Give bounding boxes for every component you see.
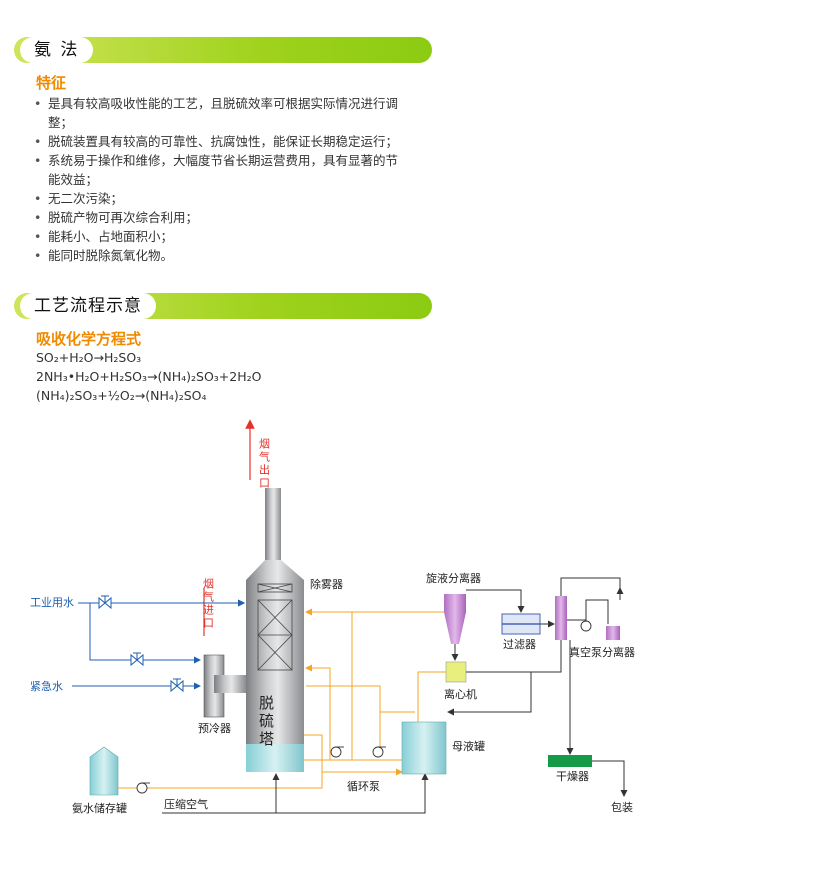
demister-label: 除雾器: [310, 577, 343, 591]
feature-item: 是具有较高吸收性能的工艺，且脱硫效率可根据实际情况进行调整；: [24, 94, 424, 132]
pump-icon[interactable]: [330, 746, 344, 758]
circulation-line-3: [306, 685, 381, 748]
ammonia-storage-tank: [89, 746, 119, 796]
equation-line: SO₂+H₂O→H₂SO₃: [36, 350, 142, 365]
centrifuge: [445, 661, 467, 683]
equations-heading: 吸收化学方程式: [36, 330, 142, 348]
filter-label: 过滤器: [503, 638, 536, 651]
dryer-to-packaging-line: [592, 760, 628, 797]
valve-icon[interactable]: [130, 652, 144, 667]
stack: [265, 488, 281, 560]
ammonia-tank-label: 氨水储存罐: [72, 801, 127, 815]
valve-icon[interactable]: [98, 595, 112, 610]
precooler-duct: [214, 675, 246, 693]
feature-item: 系统易于操作和维修，大幅度节省长期运营费用，具有显著的节能效益；: [24, 151, 424, 189]
vacuum-separator-tank: [606, 626, 620, 640]
valve-icon[interactable]: [170, 678, 184, 693]
dryer: [548, 755, 592, 767]
feature-list: 是具有较高吸收性能的工艺，且脱硫效率可根据实际情况进行调整； 脱硫装置具有较高的…: [24, 94, 424, 265]
feature-item: 能耗小、占地面积小；: [24, 227, 424, 246]
tank-to-cyclone-feed: [417, 671, 455, 722]
vacuum-separator-column: [555, 596, 567, 640]
compressed-air-line: [162, 773, 429, 814]
features-heading: 特征: [36, 74, 67, 92]
tower-liquid: [246, 744, 304, 772]
equation-line: (NH₄)₂SO₃+½O₂→(NH₄)₂SO₄: [36, 388, 207, 403]
centrifuge-label: 离心机: [444, 687, 477, 701]
equation-line: 2NH₃•H₂O+H₂SO₃→(NH₄)₂SO₃+2H₂O: [36, 369, 262, 384]
mother-liquor-tank: [401, 721, 447, 775]
mother-liquor-label: 母液罐: [452, 739, 485, 753]
pump-icon[interactable]: [136, 782, 150, 794]
section-banner-process: 工艺流程示意: [14, 293, 432, 319]
vacuum-separator-label: 真空泵分离器: [569, 645, 635, 659]
dryer-label: 干燥器: [556, 770, 589, 783]
feature-item: 能同时脱除氮氧化物。: [24, 246, 424, 265]
precooler-label: 预冷器: [198, 722, 231, 735]
return-to-tank-line: [447, 672, 532, 716]
compressed-air-label: 压缩空气: [164, 797, 208, 811]
vacuum-pump-icon[interactable]: [580, 620, 592, 632]
cyclone-to-filter-line: [466, 589, 525, 613]
feature-item: 无二次污染；: [24, 189, 424, 208]
tower-cone: [246, 560, 304, 580]
tower-label: 脱硫塔: [257, 695, 275, 749]
section-title-process: 工艺流程示意: [20, 293, 156, 319]
cyclone-label: 旋液分离器: [426, 571, 481, 585]
feature-item: 脱硫产物可再次综合利用；: [24, 208, 424, 227]
centrifuge-to-separator-line: [466, 640, 562, 673]
tower-packing: [257, 583, 293, 671]
pump-icon[interactable]: [372, 746, 386, 758]
section-title-ammonia: 氨 法: [20, 37, 94, 63]
circulation-pump-label: 循环泵: [347, 780, 380, 793]
cyclone-cone: [444, 612, 466, 644]
industrial-water-branch: [89, 603, 201, 664]
cyclone-separator: [444, 594, 466, 612]
packaging-label: 包装: [611, 801, 633, 814]
emergency-water-label: 紧急水: [30, 679, 63, 693]
feature-item: 脱硫装置具有较高的可靠性、抗腐蚀性，能保证长期稳定运行；: [24, 132, 424, 151]
circulation-line-1: [305, 664, 331, 760]
flue-outlet-label: 烟气出口: [258, 437, 271, 490]
desulfurization-tower: [246, 580, 304, 772]
ammonia-feed-line: [118, 734, 323, 789]
section-banner-ammonia: 氨 法: [14, 37, 432, 63]
industrial-water-label: 工业用水: [30, 596, 74, 609]
